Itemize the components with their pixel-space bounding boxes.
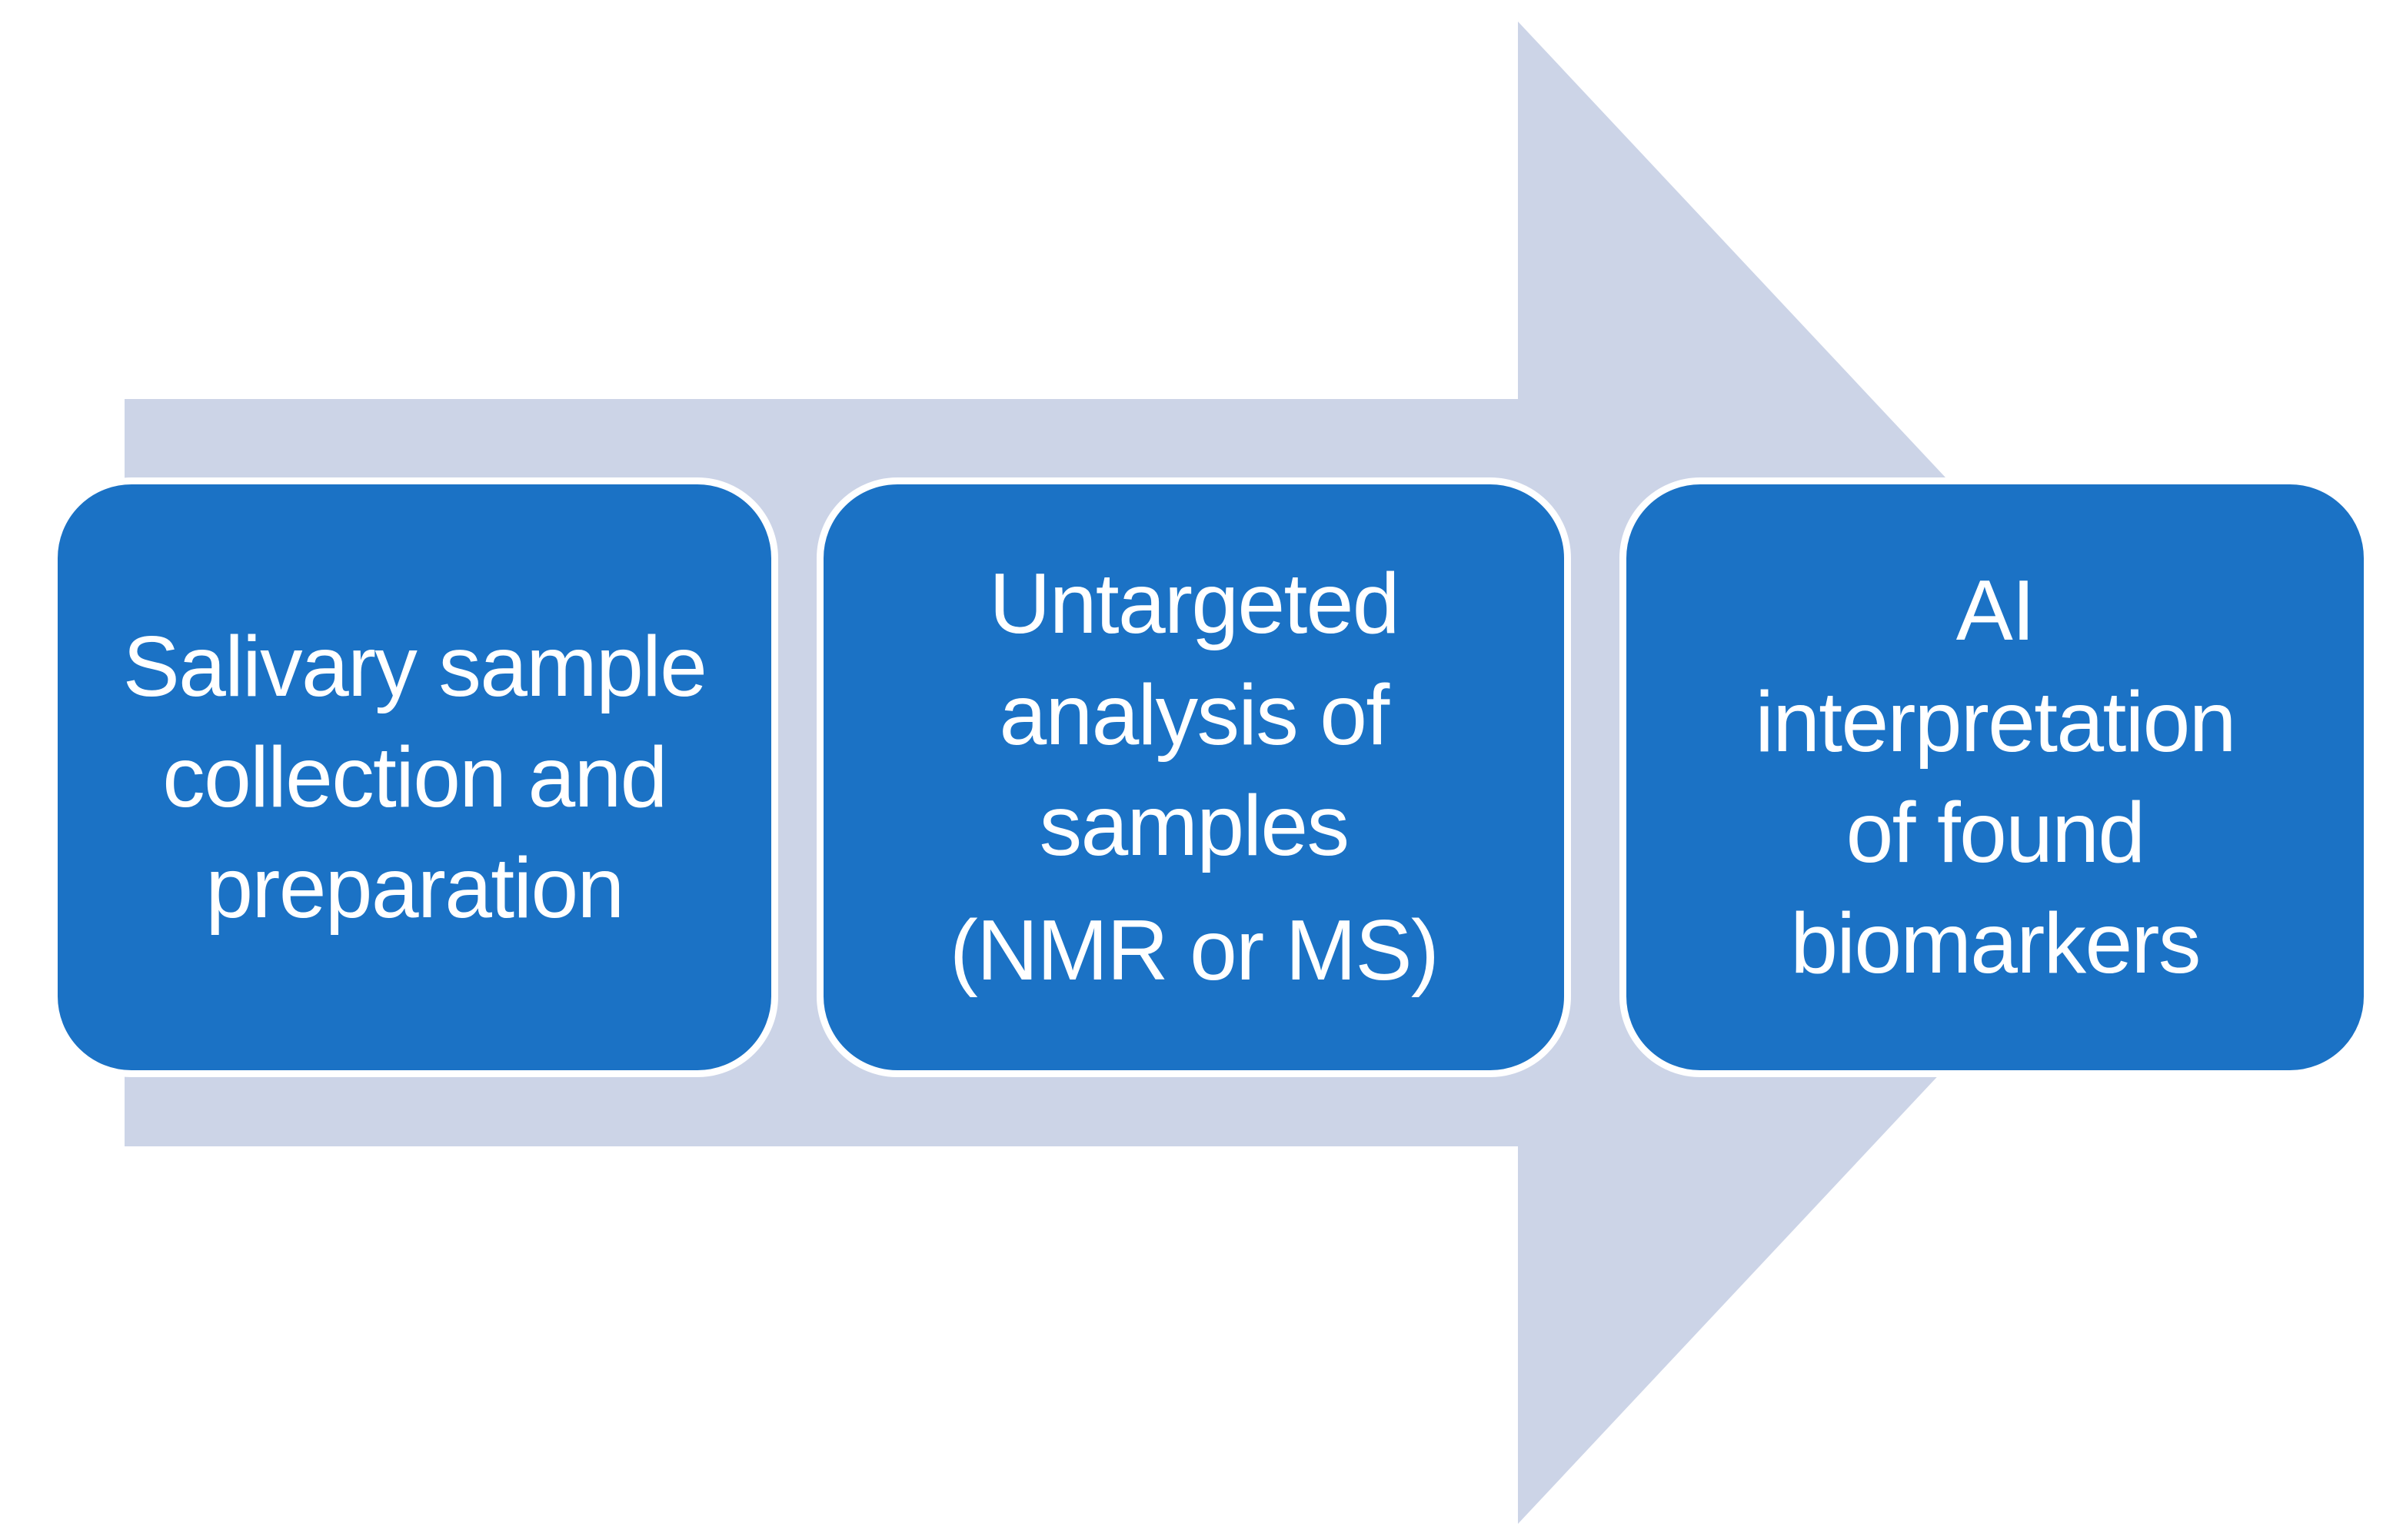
step-3-label: AI interpretation of found biomarkers — [1755, 563, 2236, 992]
step-2-sublabel: (NMR or MS) — [949, 903, 1439, 999]
step-box-untargeted-analysis: Untargeted analysis of samples (NMR or M… — [817, 477, 1571, 1077]
step-box-ai-interpretation: AI interpretation of found biomarkers — [1619, 477, 2371, 1077]
step-2-label: Untargeted analysis of samples — [989, 556, 1400, 873]
step-1-label: Salivary sample collection and preparati… — [122, 618, 707, 936]
step-box-salivary-sample-collection: Salivary sample collection and preparati… — [51, 477, 778, 1077]
